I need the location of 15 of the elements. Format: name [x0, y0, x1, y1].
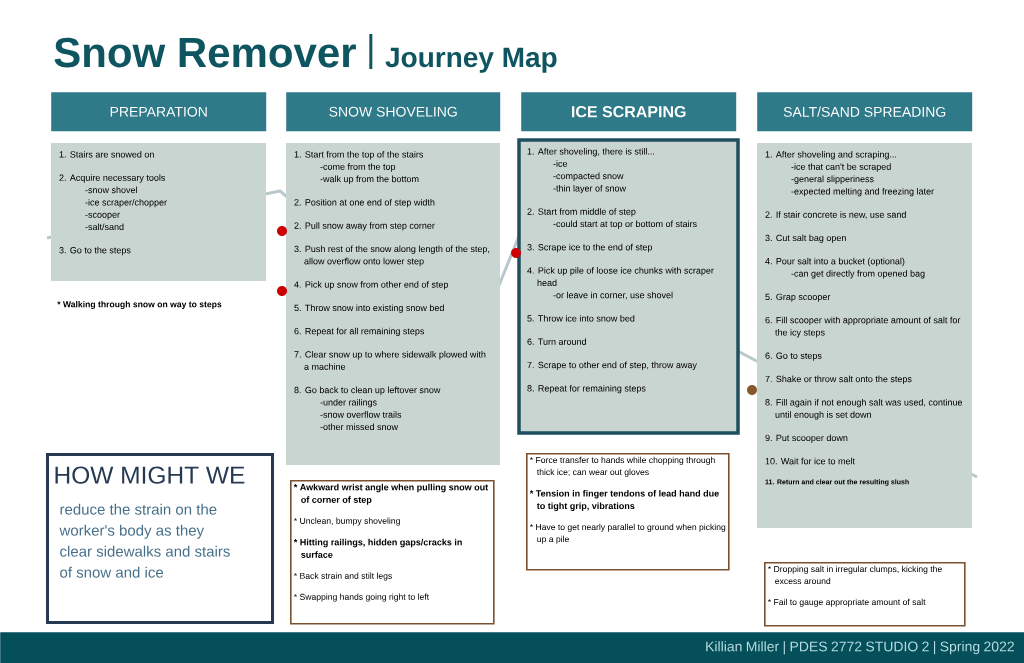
step-list-box: 1. After shoveling, there is still... -ice -compacted snow -thin layer of snow 2. Start from middle of step -could start at top or bottom of stairs 3. Scrape ice to the end of step 4. Pick up pile of loose ice chunks with scraper head -or leave in corner, use shovel 5. Throw ice into snow bed 6. Turn around 7. Scrape to other end of step, throw away 8. Repeat for remaining steps	[517, 138, 740, 435]
step-list-box: 1. Start from the top of the stairs -come from the top -walk up from the bottom 2. Position at one end of step width 2. Pull snow away from step corner 3. Push rest of the snow along length of the step, allow overflow onto lower step 4. Pick up snow from other end of step 5. Throw snow into existing snow bed 6. Repeat for all remaining steps 7. Clear snow up to where sidewalk plowed with a machine 8. Go back to clean up leftover snow -under railings -snow overflow trails -other missed snow	[286, 143, 500, 465]
step-list-box: 1. Stairs are snowed on 2. Acquire necessary tools -snow shovel -ice scraper/chopper -scooper -salt/sand 3. Go to the steps	[51, 143, 266, 281]
footnote: * Walking through snow on way to steps	[57, 300, 222, 309]
stage-header: SNOW SHOVELING	[286, 92, 501, 132]
stage-header: SALT/SAND SPREADING	[757, 92, 973, 132]
pain-point-box: * Awkward wrist angle when pulling snow out of corner of step * Unclean, bumpy shoveling * Hitting railings, hidden gaps/cracks in surface * Back strain and stilt legs * Swapping hands going right to left	[290, 480, 495, 625]
title: Snow Remover	[54, 37, 356, 68]
stage-header: ICE SCRAPING	[521, 92, 737, 132]
pain-point-box: * Force transfer to hands while chopping through thick ice; can wear out gloves * Tension in finger tendons of lead hand due to tight grip, vibrations * Have to get nearly parallel to ground when picking up a pile	[526, 453, 730, 571]
stage-header: PREPARATION	[51, 92, 267, 132]
footer-band: Killian Miller | PDES 2772 STUDIO 2 | Spring 2022	[0, 632, 1024, 663]
subtitle: Journey Map	[385, 47, 557, 73]
pain-point-box: * Dropping salt in irregular clumps, kicking the excess around * Fail to gauge appropriate amount of salt	[764, 562, 966, 627]
question-box: HOW MIGHT WE reduce the strain on the worker's body as they clear sidewalks and stairs of snow and ice	[46, 453, 274, 624]
